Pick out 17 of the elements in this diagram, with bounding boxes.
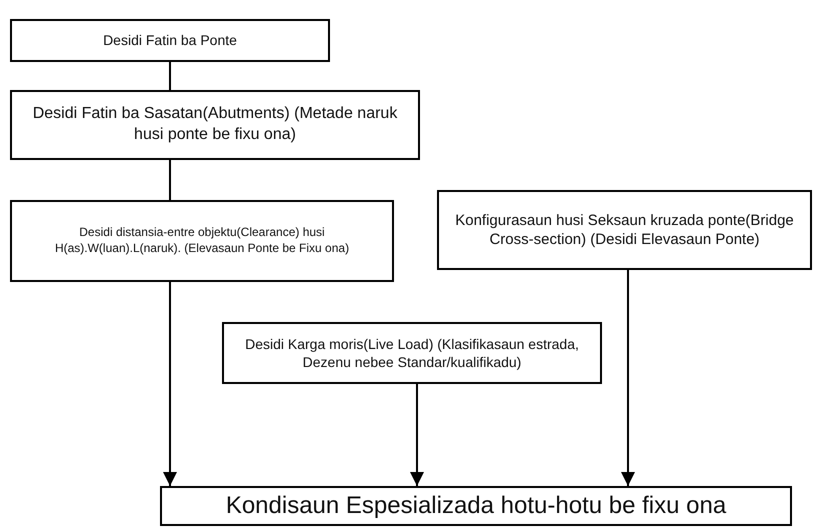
box-text: Desidi Fatin ba Sasatan(Abutments) (Metade naruk husi ponte be fixu ona) — [32, 104, 398, 145]
process-box — [10, 200, 394, 282]
process-box — [160, 486, 792, 526]
connector-line — [169, 160, 171, 200]
box-text: Konfigurasaun husi Seksaun kruzada ponte(Bridge Cross-section) (Desidi Elevasaun Ponte) — [454, 210, 795, 250]
process-box — [222, 322, 602, 384]
box-text: Desidi Karga moris(Live Load) (Klasifikasaun estrada, Dezenu nebee Standar/kualifikadu) — [244, 334, 580, 372]
process-box — [10, 90, 420, 160]
arrow — [410, 384, 424, 486]
arrow — [621, 270, 635, 486]
box-text: Kondisaun Espesializada hotu-hotu be fixu ona — [226, 491, 726, 522]
arrow — [163, 282, 177, 486]
box-text: Desidi distansia-entre objektu(Clearance) husi H(as).W(luan).L(naruk). (Elevasaun Ponte be Fixu ona) — [54, 225, 350, 257]
process-box — [10, 19, 330, 62]
process-box — [437, 190, 812, 270]
box-text: Desidi Fatin ba Ponte — [103, 31, 237, 50]
connector-line — [169, 62, 171, 90]
